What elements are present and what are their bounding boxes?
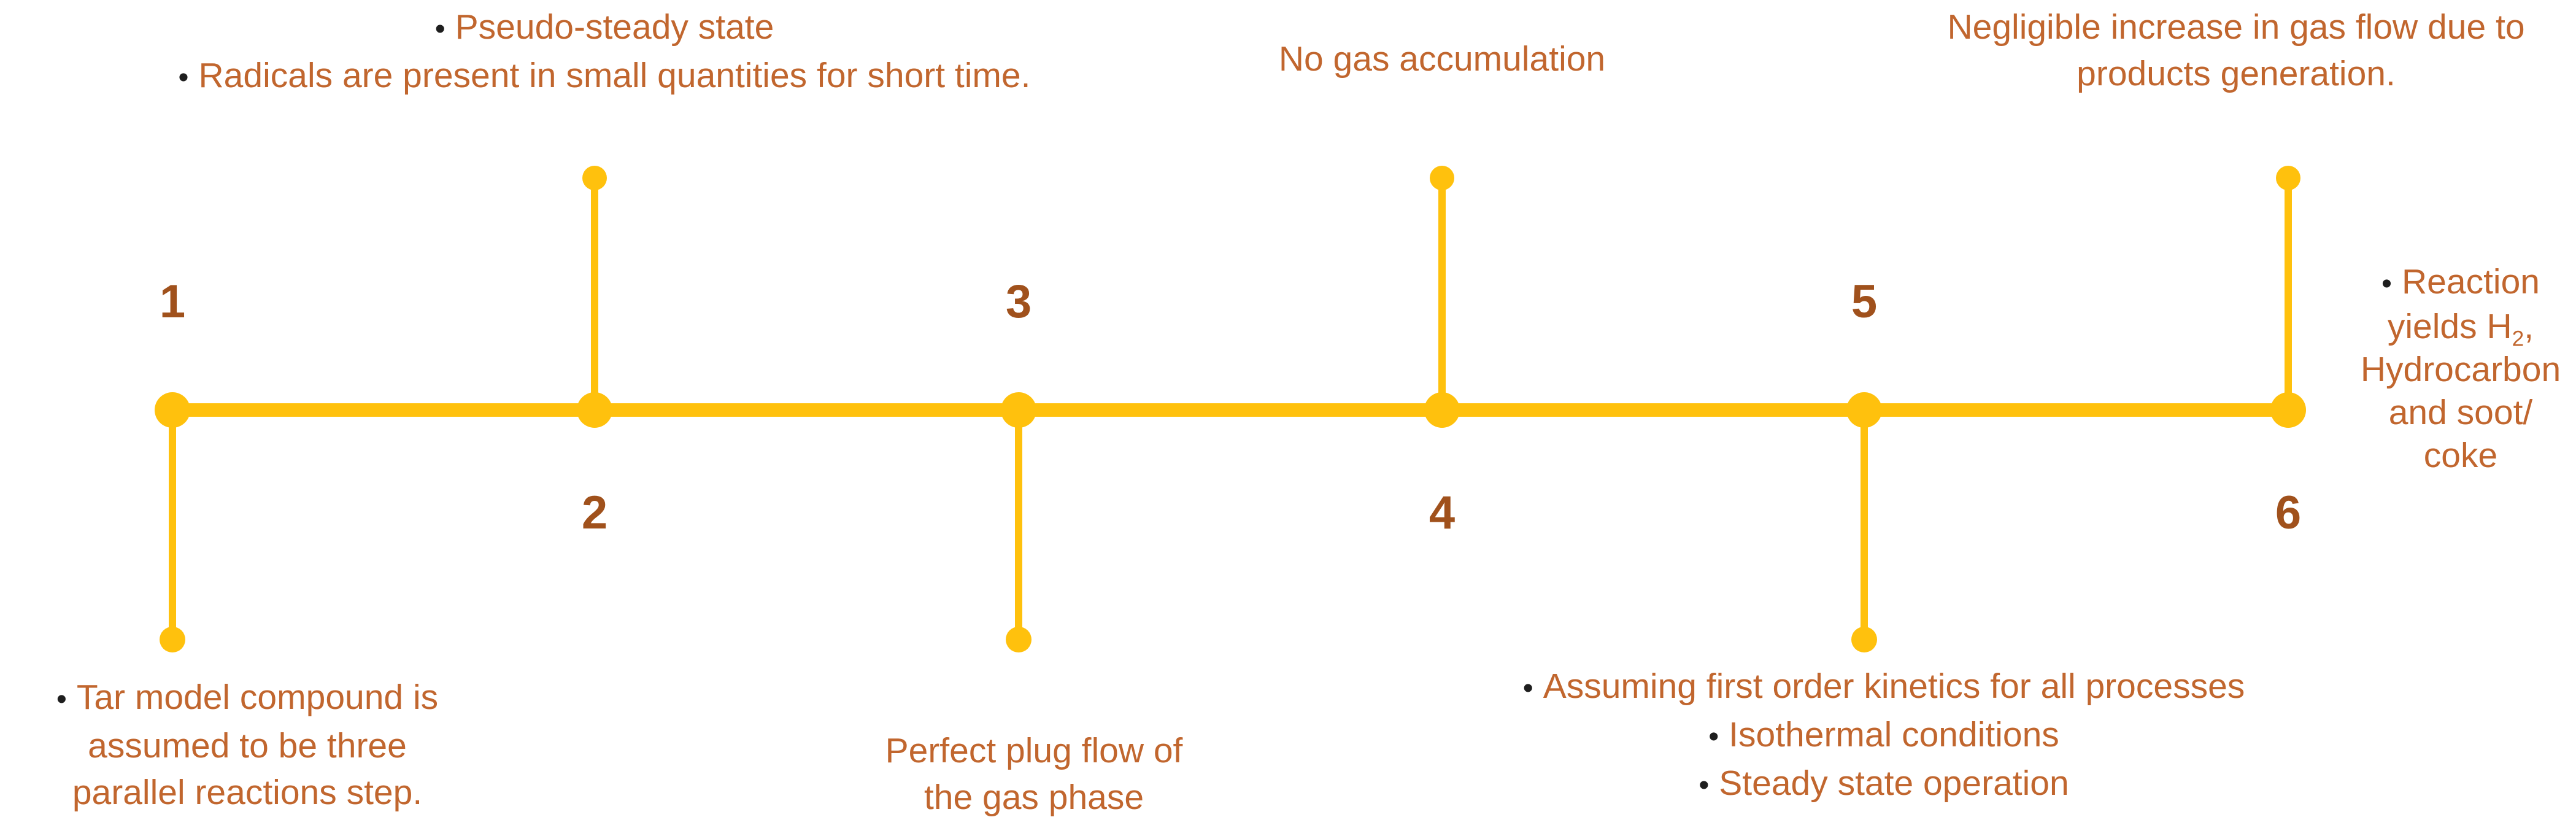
annotation-node3-below: Perfect plug flow of the gas phase: [850, 727, 1218, 821]
timeline-stem: [2285, 178, 2292, 410]
annotation-text: Assuming first order kinetics for all pr…: [1543, 667, 2245, 706]
timeline-stem: [1861, 410, 1868, 640]
timeline-stem: [169, 410, 176, 640]
timeline-main-line: [172, 403, 2288, 417]
annotation-text: coke: [2423, 436, 2498, 475]
bullet-icon: •: [56, 683, 67, 716]
annotation-node6-right: • Reaction yields H2, Hydrocarbon and soo…: [2338, 260, 2576, 477]
timeline-node-dot: [2270, 392, 2306, 428]
annotation-line: • Tar model compound is: [11, 674, 484, 722]
timeline-node-dot: [1424, 392, 1460, 428]
timeline-node-dot: [155, 392, 190, 428]
timeline-node-number: 5: [1851, 276, 1878, 328]
bullet-icon: •: [1708, 720, 1719, 753]
annotation-text: Reaction: [2402, 262, 2540, 301]
annotation-text: Negligible increase in gas flow due to: [1947, 7, 2525, 47]
annotation-line: Negligible increase in gas flow due to: [1896, 4, 2576, 50]
annotation-node1-below: • Tar model compound is assumed to be thr…: [11, 674, 484, 816]
annotation-text: Pseudo-steady state: [455, 7, 774, 47]
bullet-icon: •: [434, 12, 445, 45]
timeline-node-dot: [1001, 392, 1036, 428]
annotation-node6-above: Negligible increase in gas flow due to p…: [1896, 4, 2576, 97]
annotation-text: No gas accumulation: [1278, 39, 1606, 79]
timeline-end-dot: [1851, 627, 1877, 652]
annotation-text: Hydrocarbon: [2360, 350, 2561, 389]
timeline-stem: [591, 178, 598, 410]
timeline-end-dot: [1006, 627, 1032, 652]
bullet-icon: •: [2381, 267, 2392, 300]
annotation-text: Isothermal conditions: [1729, 715, 2059, 754]
annotation-text: products generation.: [2077, 54, 2396, 93]
annotation-text: yields H: [2387, 307, 2512, 346]
annotation-line: assumed to be three: [11, 722, 484, 769]
annotation-line: • Assuming first order kinetics for all p…: [1454, 663, 2313, 711]
bullet-icon: •: [1522, 671, 1533, 705]
timeline-node-number: 2: [581, 487, 608, 539]
annotation-text: ,: [2524, 307, 2534, 346]
annotation-text: Tar model compound is: [76, 678, 439, 717]
annotation-text: parallel reactions step.: [72, 773, 423, 812]
annotation-line: No gas accumulation: [1258, 36, 1626, 82]
annotation-line: • Steady state operation: [1454, 760, 2313, 808]
timeline-node-number: 1: [159, 276, 186, 328]
annotation-node4-above: No gas accumulation: [1258, 36, 1626, 82]
annotation-line: • Pseudo-steady state: [83, 4, 1126, 52]
timeline-end-dot: [2276, 166, 2300, 190]
timeline-node-number: 6: [2275, 487, 2302, 539]
annotation-line: yields H2,: [2338, 305, 2576, 351]
annotation-line: • Isothermal conditions: [1454, 711, 2313, 760]
timeline-end-dot: [160, 627, 185, 652]
annotation-line: the gas phase: [850, 774, 1218, 821]
annotation-text: and soot/: [2388, 393, 2533, 432]
annotation-text: Steady state operation: [1719, 764, 2069, 803]
timeline-stem: [1015, 410, 1022, 640]
annotation-line: • Radicals are present in small quantitie…: [83, 52, 1126, 101]
annotation-line: and soot/: [2338, 391, 2576, 434]
timeline-stem: [1438, 178, 1446, 410]
timeline-end-dot: [1430, 166, 1454, 190]
annotation-line: coke: [2338, 434, 2576, 477]
annotation-text: Radicals are present in small quantities…: [198, 56, 1031, 95]
bullet-icon: •: [1699, 768, 1710, 802]
timeline-end-dot: [582, 166, 607, 190]
annotation-node2-above: • Pseudo-steady state • Radicals are prese…: [83, 4, 1126, 101]
annotation-line: Perfect plug flow of: [850, 727, 1218, 774]
bullet-icon: •: [178, 61, 189, 94]
annotation-line: parallel reactions step.: [11, 769, 484, 816]
annotation-text: the gas phase: [924, 778, 1144, 817]
timeline-node-number: 3: [1005, 276, 1032, 328]
annotation-text: Perfect plug flow of: [885, 731, 1183, 770]
annotation-text: assumed to be three: [88, 726, 407, 765]
timeline-node-number: 4: [1429, 487, 1456, 539]
timeline-node-dot: [577, 392, 612, 428]
annotation-line: Hydrocarbon: [2338, 348, 2576, 391]
timeline-node-dot: [1846, 392, 1882, 428]
annotation-line: • Reaction: [2338, 260, 2576, 305]
annotation-subscript: 2: [2512, 327, 2524, 351]
annotation-node5-below: • Assuming first order kinetics for all p…: [1454, 663, 2313, 808]
annotation-line: products generation.: [1896, 50, 2576, 97]
